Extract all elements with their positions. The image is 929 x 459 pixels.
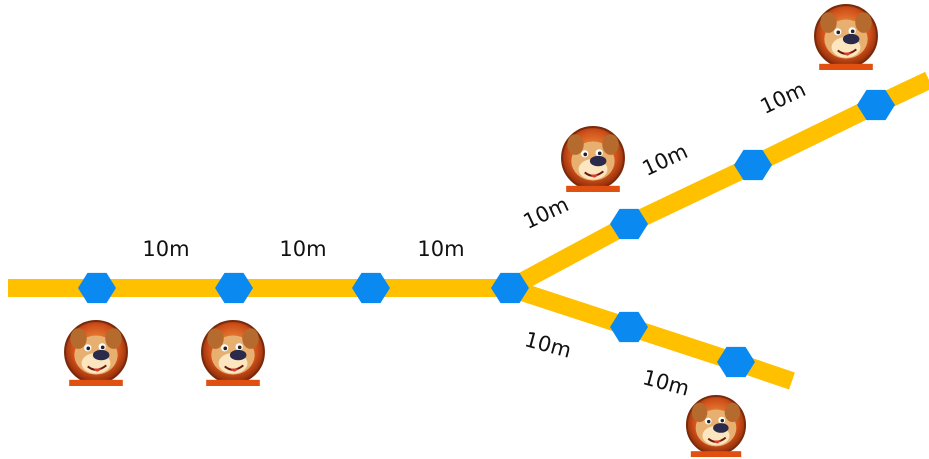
dog-face-icon xyxy=(683,395,749,457)
hexagon-node xyxy=(734,149,772,181)
hexagon-node xyxy=(352,272,390,304)
segment-label-lower-2: 10m xyxy=(640,365,692,400)
segment-label-main-1: 10m xyxy=(142,237,189,261)
hexagon-node xyxy=(215,272,253,304)
dog-icons xyxy=(63,4,879,457)
dog-face-icon xyxy=(63,320,129,386)
hexagon-node xyxy=(717,346,755,378)
path-nodes xyxy=(78,89,895,378)
segment-label-lower-1: 10m xyxy=(522,327,574,362)
hexagon-node xyxy=(78,272,116,304)
dog-face-icon xyxy=(200,320,266,386)
segment-label-upper-2: 10m xyxy=(639,139,692,181)
path-lines xyxy=(8,71,929,390)
segment-label-main-2: 10m xyxy=(279,237,326,261)
segment-label-upper-1: 10m xyxy=(520,192,573,234)
segment-label-upper-3: 10m xyxy=(757,77,810,119)
dog-face-icon xyxy=(813,4,879,70)
lower-branch xyxy=(507,279,795,390)
hexagon-node xyxy=(491,272,529,304)
hexagon-node xyxy=(857,89,895,121)
hexagon-node xyxy=(610,208,648,240)
hexagon-node xyxy=(610,311,648,343)
dog-face-icon xyxy=(560,126,626,192)
segment-label-main-3: 10m xyxy=(417,237,464,261)
